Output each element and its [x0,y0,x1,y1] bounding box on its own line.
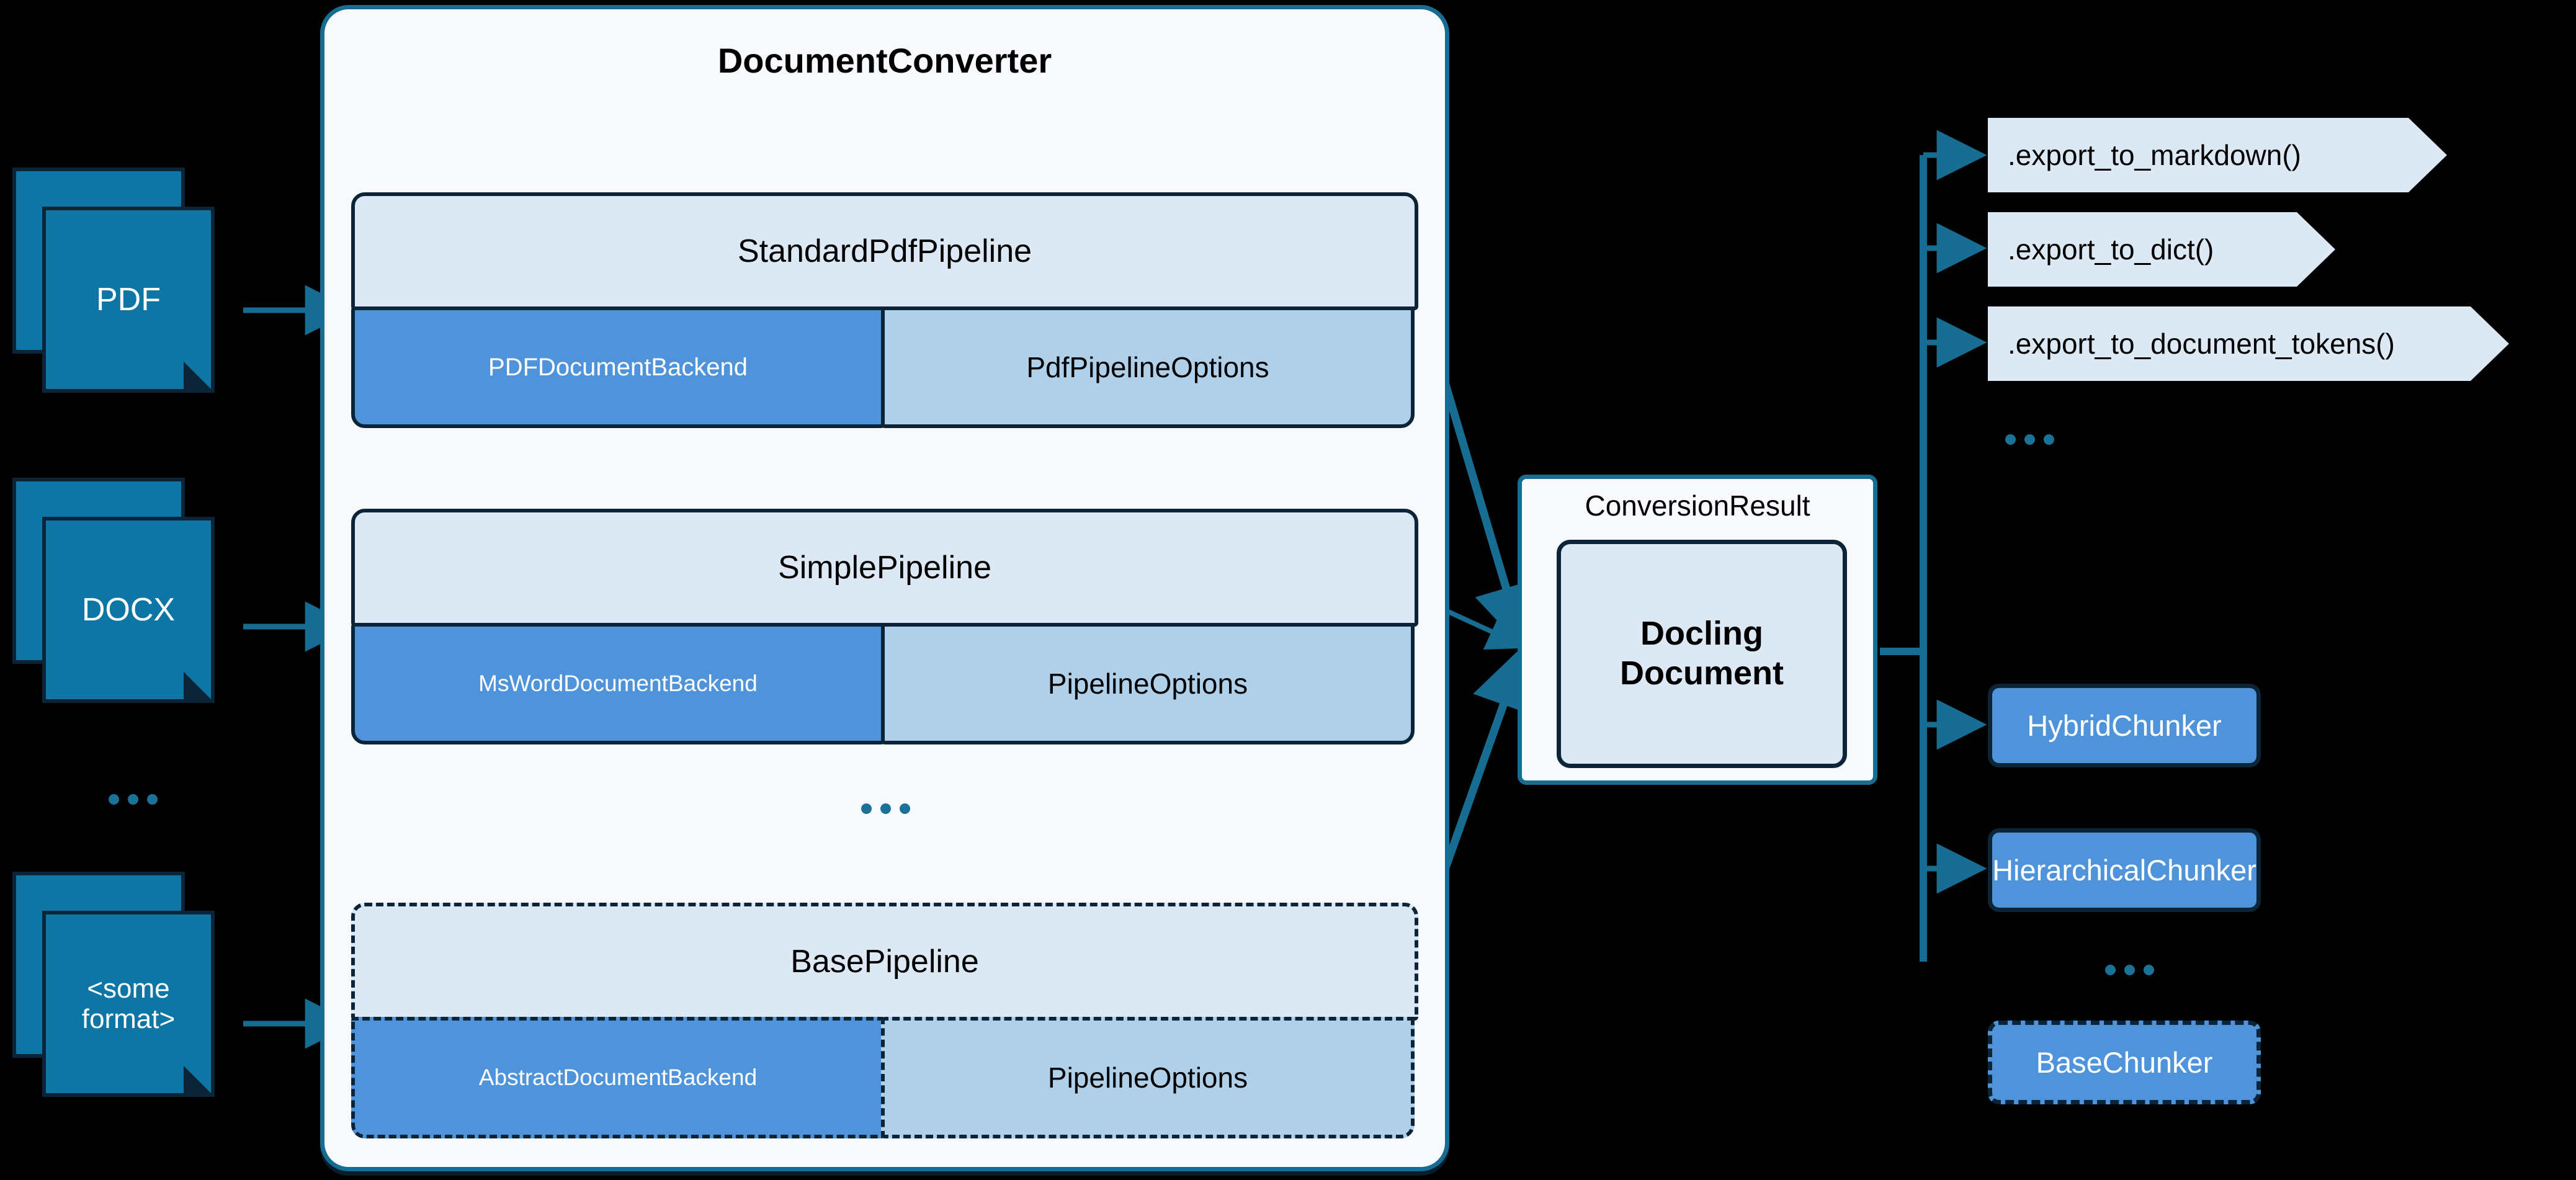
page-fold-icon [184,1066,215,1097]
pipeline-body-row: AbstractDocumentBackend PipelineOptions [351,1017,1418,1138]
pipeline-options-box[interactable]: PipelineOptions [881,1017,1415,1138]
export-tag-label: .export_to_markdown() [2008,139,2301,171]
source-doc-docx[interactable]: DOCX [12,478,243,720]
export-tag-label: .export_to_dict() [2008,233,2214,266]
pipeline-backend-box[interactable]: MsWordDocumentBackend [351,623,885,744]
chunker-hierarchical[interactable]: HierarchicalChunker [1988,828,2261,912]
page-fold-icon [184,362,215,393]
pipeline-options-box[interactable]: PipelineOptions [881,623,1415,744]
pipeline-group-simplepipeline[interactable]: SimplePipeline MsWordDocumentBackend Pip… [351,509,1418,744]
exports-ellipsis [2005,434,2054,445]
page-fold-icon [184,672,215,703]
pipeline-header: StandardPdfPipeline [351,192,1418,310]
pipeline-backend-box[interactable]: AbstractDocumentBackend [351,1017,885,1138]
chunker-label: HybridChunker [2027,709,2222,742]
conversion-result-panel: ConversionResult Docling Document [1518,475,1877,785]
pipeline-header: BasePipeline [351,903,1418,1021]
pipeline-backend-label: AbstractDocumentBackend [478,1065,758,1090]
pipeline-name: BasePipeline [790,944,979,980]
source-doc-pdf[interactable]: PDF [12,168,243,409]
chunkers-ellipsis [2105,965,2154,975]
pipeline-backend-box[interactable]: PDFDocumentBackend [351,306,885,428]
pipeline-options-box[interactable]: PdfPipelineOptions [881,306,1415,428]
page-fold-inner-icon [184,362,207,385]
pipeline-group-basepipeline[interactable]: BasePipeline AbstractDocumentBackend Pip… [351,903,1418,1138]
docling-document-line1: Docling [1640,615,1763,653]
pipeline-body-row: MsWordDocumentBackend PipelineOptions [351,623,1418,744]
pipeline-backend-label: MsWordDocumentBackend [478,671,758,696]
source-doc-label: DOCX [81,591,176,628]
pipeline-options-label: PipelineOptions [1047,668,1248,700]
pipeline-name: StandardPdfPipeline [737,233,1032,269]
pipeline-options-label: PipelineOptions [1047,1062,1248,1094]
export-tag-dict[interactable]: .export_to_dict() [1988,212,2335,287]
source-doc-label: PDF [96,281,161,318]
docling-document-box[interactable]: Docling Document [1557,540,1847,768]
sources-ellipsis [109,794,158,805]
docling-document-line2: Document [1619,655,1784,692]
chunker-label: HierarchicalChunker [1992,854,2256,887]
pipeline-body-row: PDFDocumentBackend PdfPipelineOptions [351,306,1418,428]
pipeline-options-label: PdfPipelineOptions [1026,351,1269,383]
pipeline-name: SimplePipeline [778,550,991,586]
pipeline-backend-label: PDFDocumentBackend [488,353,748,381]
page-title: DocumentConverter [717,41,1052,80]
source-doc-label-line1: <some [87,973,170,1004]
chunker-hybrid[interactable]: HybridChunker [1988,684,2261,767]
source-doc-some-format[interactable]: <some format> [12,872,243,1120]
pipelines-ellipsis [861,803,910,814]
chunker-base[interactable]: BaseChunker [1988,1021,2261,1104]
pipeline-header: SimplePipeline [351,509,1418,627]
source-doc-label-line2: format> [81,1004,176,1034]
chunker-label: BaseChunker [2036,1046,2213,1079]
conversion-result-label: ConversionResult [1585,489,1810,522]
export-tag-label: .export_to_document_tokens() [2008,328,2395,360]
pipeline-group-standardpdfpipeline[interactable]: StandardPdfPipeline PDFDocumentBackend P… [351,192,1418,428]
export-tag-markdown[interactable]: .export_to_markdown() [1988,118,2447,192]
export-tag-document-tokens[interactable]: .export_to_document_tokens() [1988,306,2509,381]
